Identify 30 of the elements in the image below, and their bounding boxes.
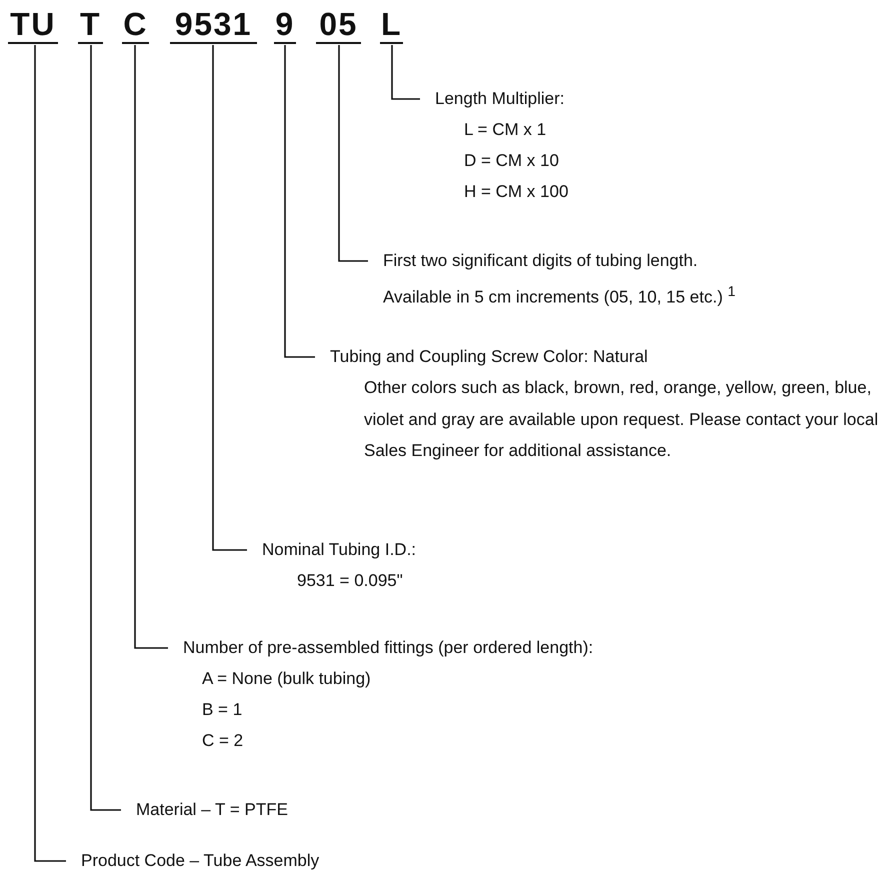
leader-line [338,45,368,262]
callout-text: 9531 = 0.095" [297,570,404,592]
callout-text: C = 2 [202,730,244,752]
callout-heading: Nominal Tubing I.D.: [262,539,416,561]
callout-heading: Number of pre-assembled fittings (per ordered length): [183,637,594,659]
callout-heading: First two significant digits of tubing length. [383,250,699,272]
callout-text: L = CM x 1 [464,119,548,141]
callout-heading: Length Multiplier: [435,88,566,110]
leader-line [34,45,66,862]
code-segment: C [122,6,149,44]
leader-line [212,45,247,551]
leader-line [90,45,121,811]
callout-text: B = 1 [202,699,244,721]
code-segment: L [380,6,403,44]
code-segment: 9531 [170,6,257,44]
callout-heading: Material – T = PTFE [136,799,288,821]
callout-text: Other colors such as black, brown, red, orange, yellow, green, blue, violet and gray are available upon request. Please contact your local Sales Engineer for additional assistance. [364,377,879,462]
code-segment: 05 [316,6,361,44]
leader-line [391,45,420,100]
callout-heading: Tubing and Coupling Screw Color: Natural [330,346,649,368]
callout-text: D = CM x 10 [464,150,560,172]
leader-line [284,45,315,358]
leader-line [134,45,168,649]
callout-heading: Product Code – Tube Assembly [81,850,320,872]
callout-text: Available in 5 cm increments (05, 10, 15 etc.) $^{1}$ [383,283,736,309]
code-segment: TU [8,6,58,44]
code-segment: 9 [274,6,296,44]
code-segment: T [78,6,103,44]
callout-text: H = CM x 100 [464,181,568,203]
callout-text: A = None (bulk tubing) [202,668,372,690]
